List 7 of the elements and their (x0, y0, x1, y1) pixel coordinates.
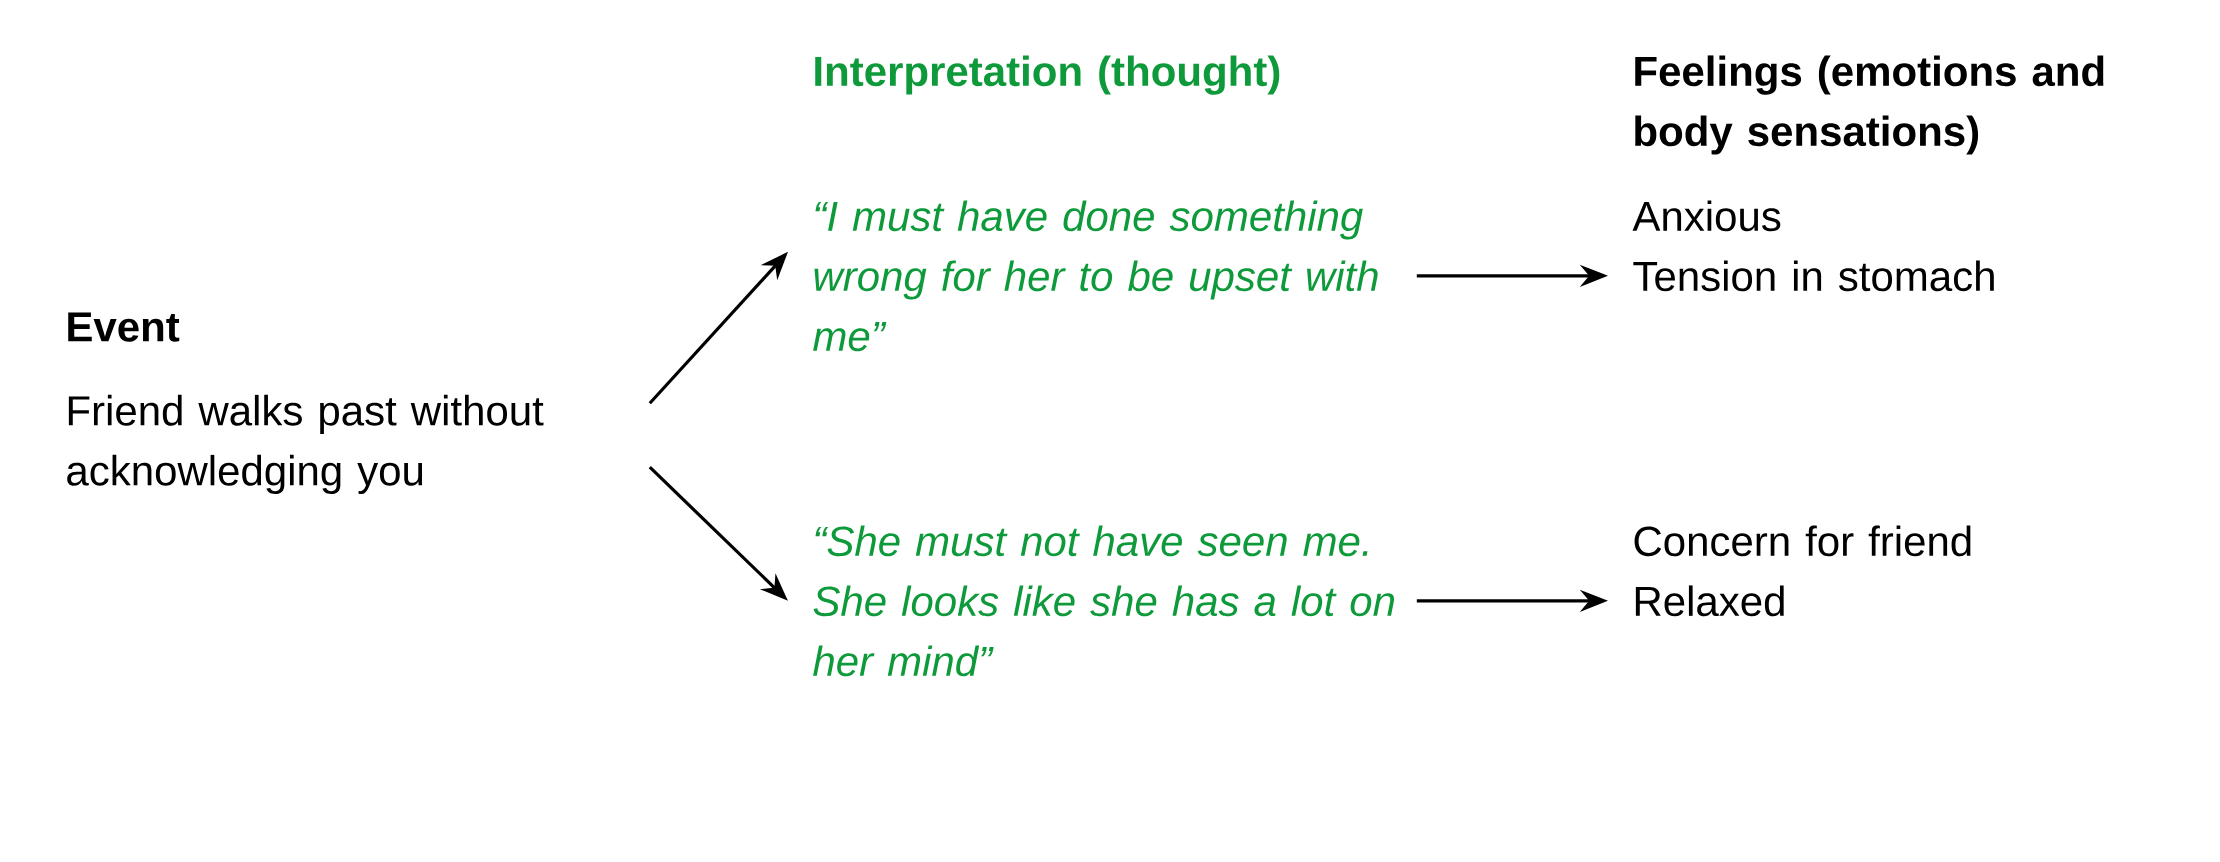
column-heading: Interpretation (thought) (815, 55, 1280, 95)
event-text: Event Friend walks past without acknowledging you (67, 312, 544, 494)
column-heading: Feelings (emotions and body sensations) (1635, 55, 2104, 155)
thought-text: “I must have done something wrong for her to be upset with me” (813, 200, 1378, 352)
thought-text: “She must not have seen me. She looks like she has a lot on her mind” (813, 525, 1395, 677)
feeling-text: Concern for friend Relaxed (1634, 525, 1971, 617)
feeling-text: Anxious Tension in stomach (1632, 200, 1994, 292)
